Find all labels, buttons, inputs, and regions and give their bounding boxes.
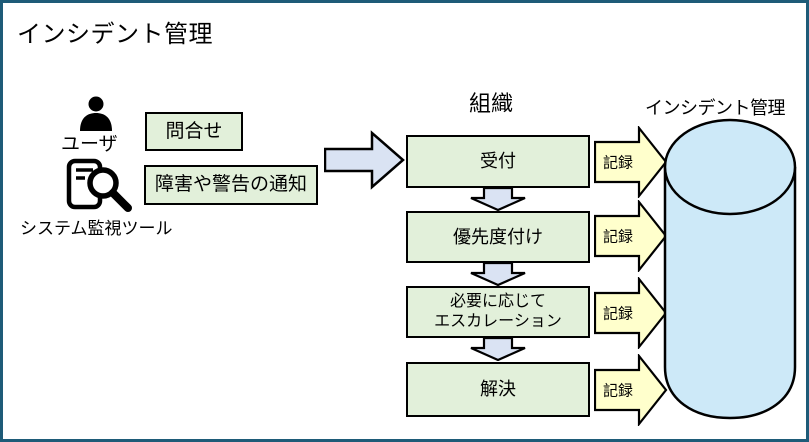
diagram-title: インシデント管理 [17, 21, 213, 48]
inquiry-box: 問合せ [145, 112, 243, 151]
record-arrow: 記録 [594, 126, 668, 198]
database-label: インシデント管理 [645, 98, 786, 118]
record-label: 記録 [602, 228, 633, 246]
down-arrow-icon [470, 262, 526, 286]
database-cylinder-icon [663, 118, 797, 420]
record-arrow: 記録 [594, 354, 668, 426]
record-arrow-icon [594, 200, 668, 272]
system-monitor-label: システム監視ツール [20, 219, 173, 238]
alert-notification-box: 障害や警告の通知 [144, 165, 318, 205]
step-resolution-box: 解決 [406, 362, 590, 417]
step-prioritization-box: 優先度付け [406, 211, 590, 263]
record-arrow: 記録 [594, 277, 668, 349]
record-label: 記録 [602, 305, 633, 323]
record-arrow-icon [594, 354, 668, 426]
user-icon [80, 96, 112, 131]
input-flow-arrow-icon [324, 130, 405, 190]
system-monitor-icon [66, 158, 132, 212]
down-arrow-icon [470, 337, 526, 361]
record-arrow-icon [594, 126, 668, 198]
record-arrow: 記録 [594, 200, 668, 272]
user-label: ユーザ [61, 134, 118, 155]
organization-label: 組織 [469, 91, 514, 116]
record-label: 記録 [602, 382, 633, 400]
record-label: 記録 [602, 154, 633, 172]
record-arrow-icon [594, 277, 668, 349]
step-reception-box: 受付 [406, 135, 590, 188]
step-escalation-box: 必要に応じて エスカレーション [406, 286, 590, 338]
down-arrow-icon [470, 187, 526, 211]
